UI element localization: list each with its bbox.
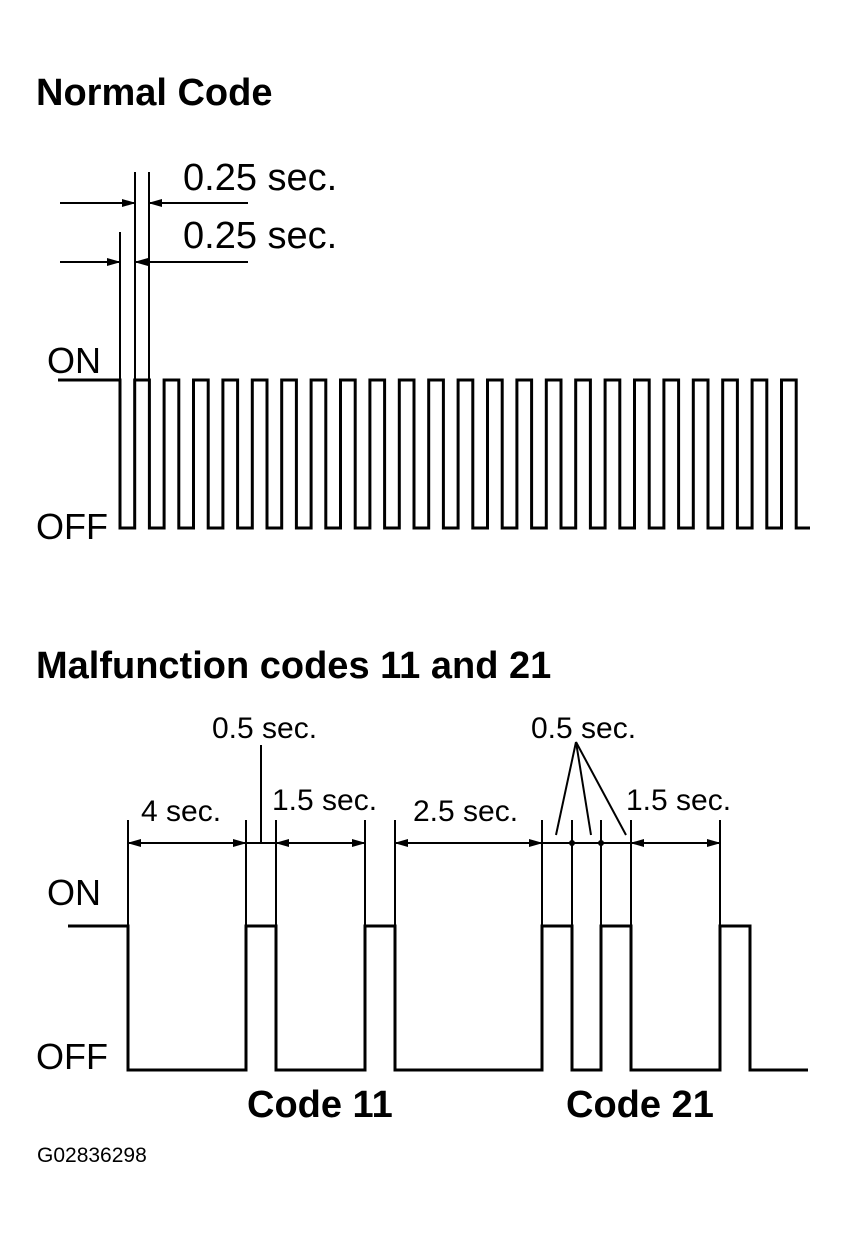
normal-code-waveform [58,378,810,530]
code-21-label: Code 21 [566,1084,714,1126]
normal-off-duration-label: 0.25 sec. [183,215,337,257]
figure-id: G02836298 [37,1144,147,1167]
normal-off-label: OFF [36,506,108,547]
dim-4sec-label: 4 sec. [141,795,221,828]
normal-on-label: ON [47,340,101,381]
dim-15sec-a-label: 1.5 sec. [272,784,377,817]
normal-on-duration-label: 0.25 sec. [183,157,337,199]
malfunction-code-waveform [68,924,808,1072]
dim-05sec-a-label: 0.5 sec. [212,712,317,745]
dim-05sec-b-tick [569,840,575,846]
dim-05sec-b-leader [575,741,592,836]
code-11-label: Code 11 [247,1084,393,1126]
dim-05sec-b-leader [575,741,627,836]
dim-05sec-b-leader [555,741,577,836]
malfunction-off-label: OFF [36,1036,108,1077]
dim-25sec-label: 2.5 sec. [413,795,518,828]
malfunction-codes-title: Malfunction codes 11 and 21 [36,645,551,687]
malfunction-on-label: ON [47,872,101,913]
normal-code-title: Normal Code [36,72,272,114]
dim-05sec-b-tick [598,840,604,846]
dim-05sec-b-label: 0.5 sec. [531,712,636,745]
dim-15sec-b-label: 1.5 sec. [626,784,731,817]
